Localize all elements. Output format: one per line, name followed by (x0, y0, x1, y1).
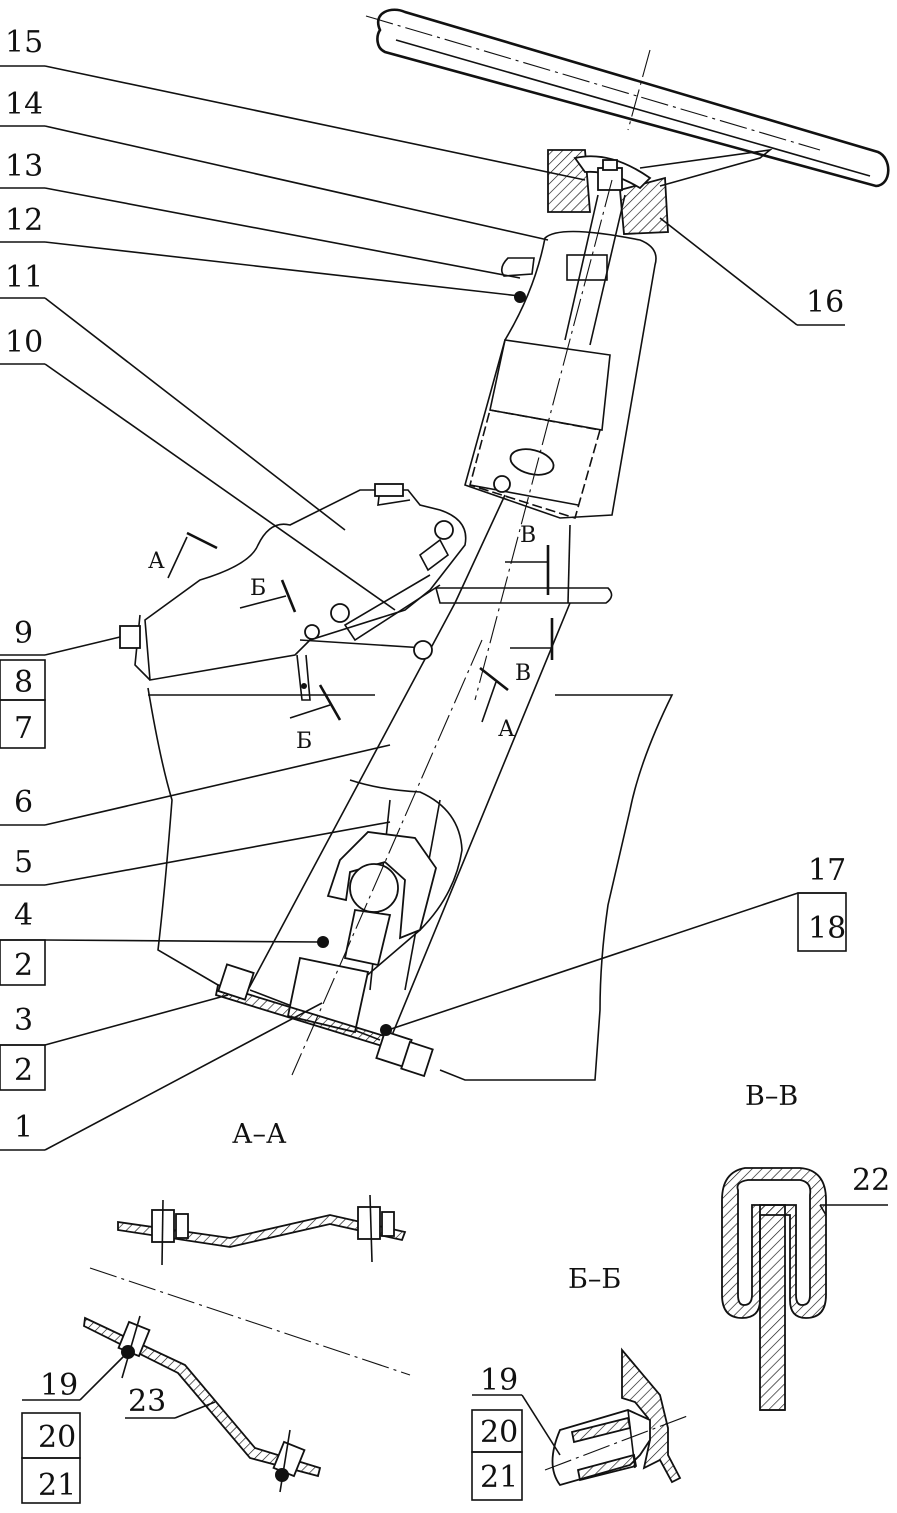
label-10: 10 (5, 325, 43, 360)
label-17: 17 (808, 853, 846, 888)
label-2b: 2 (14, 1053, 33, 1088)
section-arrows: А Б Б В В А (148, 523, 554, 754)
label-18-box (797, 892, 847, 952)
bracket-assembly (119, 483, 467, 701)
label-21-bb-box (471, 1451, 523, 1501)
label-1: 1 (14, 1110, 33, 1145)
arrow-b-upper-label: Б (250, 576, 266, 601)
label-20-aa: 20 (38, 1420, 76, 1455)
label-6: 6 (14, 785, 33, 820)
section-b-b-callouts: 19 20 21 (471, 1363, 561, 1501)
section-a-a-callouts: 19 20 21 23 (21, 1354, 216, 1504)
label-14: 14 (5, 87, 43, 122)
label-5: 5 (14, 845, 33, 880)
section-v-v-detail (721, 1167, 827, 1411)
label-3: 3 (14, 1003, 33, 1038)
label-21-bb: 21 (480, 1460, 518, 1495)
label-2a-box (0, 939, 46, 986)
label-18: 18 (808, 911, 846, 946)
label-23: 23 (128, 1384, 166, 1419)
label-4: 4 (14, 898, 33, 933)
shaft-axis-upper (474, 179, 613, 701)
label-15: 15 (5, 25, 43, 60)
floor-flange (214, 963, 434, 1078)
arrow-b-lower-label: Б (296, 729, 312, 754)
section-b-b-title: Б–Б (568, 1264, 621, 1295)
label-19-bb: 19 (480, 1363, 518, 1398)
arrow-v-upper-label: В (520, 523, 536, 548)
label-11: 11 (5, 260, 43, 295)
label-22: 22 (852, 1163, 890, 1198)
arrow-a-left-label: А (148, 549, 165, 574)
callout-numbers: 15 14 13 12 11 10 9 8 7 6 5 4 2 3 2 1 16… (0, 25, 847, 1145)
label-19-aa: 19 (40, 1368, 78, 1403)
section-a-a-detail (83, 1194, 411, 1493)
floor-panel (147, 687, 674, 1081)
section-v-v-title: В–В (745, 1081, 798, 1112)
section-a-a-title: А–А (232, 1119, 287, 1150)
label-2b-box (0, 1044, 46, 1091)
label-12: 12 (5, 203, 43, 238)
label-2a: 2 (14, 948, 33, 983)
label-8: 8 (14, 665, 33, 700)
steering-wheel (365, 8, 890, 188)
shaft-axis-lower (291, 639, 483, 1076)
label-20-bb: 20 (480, 1415, 518, 1450)
arrow-a-right-label: А (498, 717, 515, 742)
label-7: 7 (14, 711, 33, 746)
arrow-v-lower-label: В (515, 661, 531, 686)
label-21-aa-box (21, 1457, 81, 1504)
label-21-aa: 21 (38, 1468, 76, 1503)
label-9: 9 (14, 616, 33, 651)
upper-column-housing (464, 230, 657, 520)
label-16: 16 (806, 285, 844, 320)
universal-joint (286, 831, 437, 1034)
label-7-box (0, 699, 46, 749)
steering-hub (547, 149, 669, 235)
section-b-b-detail (544, 1347, 691, 1487)
label-13: 13 (5, 149, 43, 184)
